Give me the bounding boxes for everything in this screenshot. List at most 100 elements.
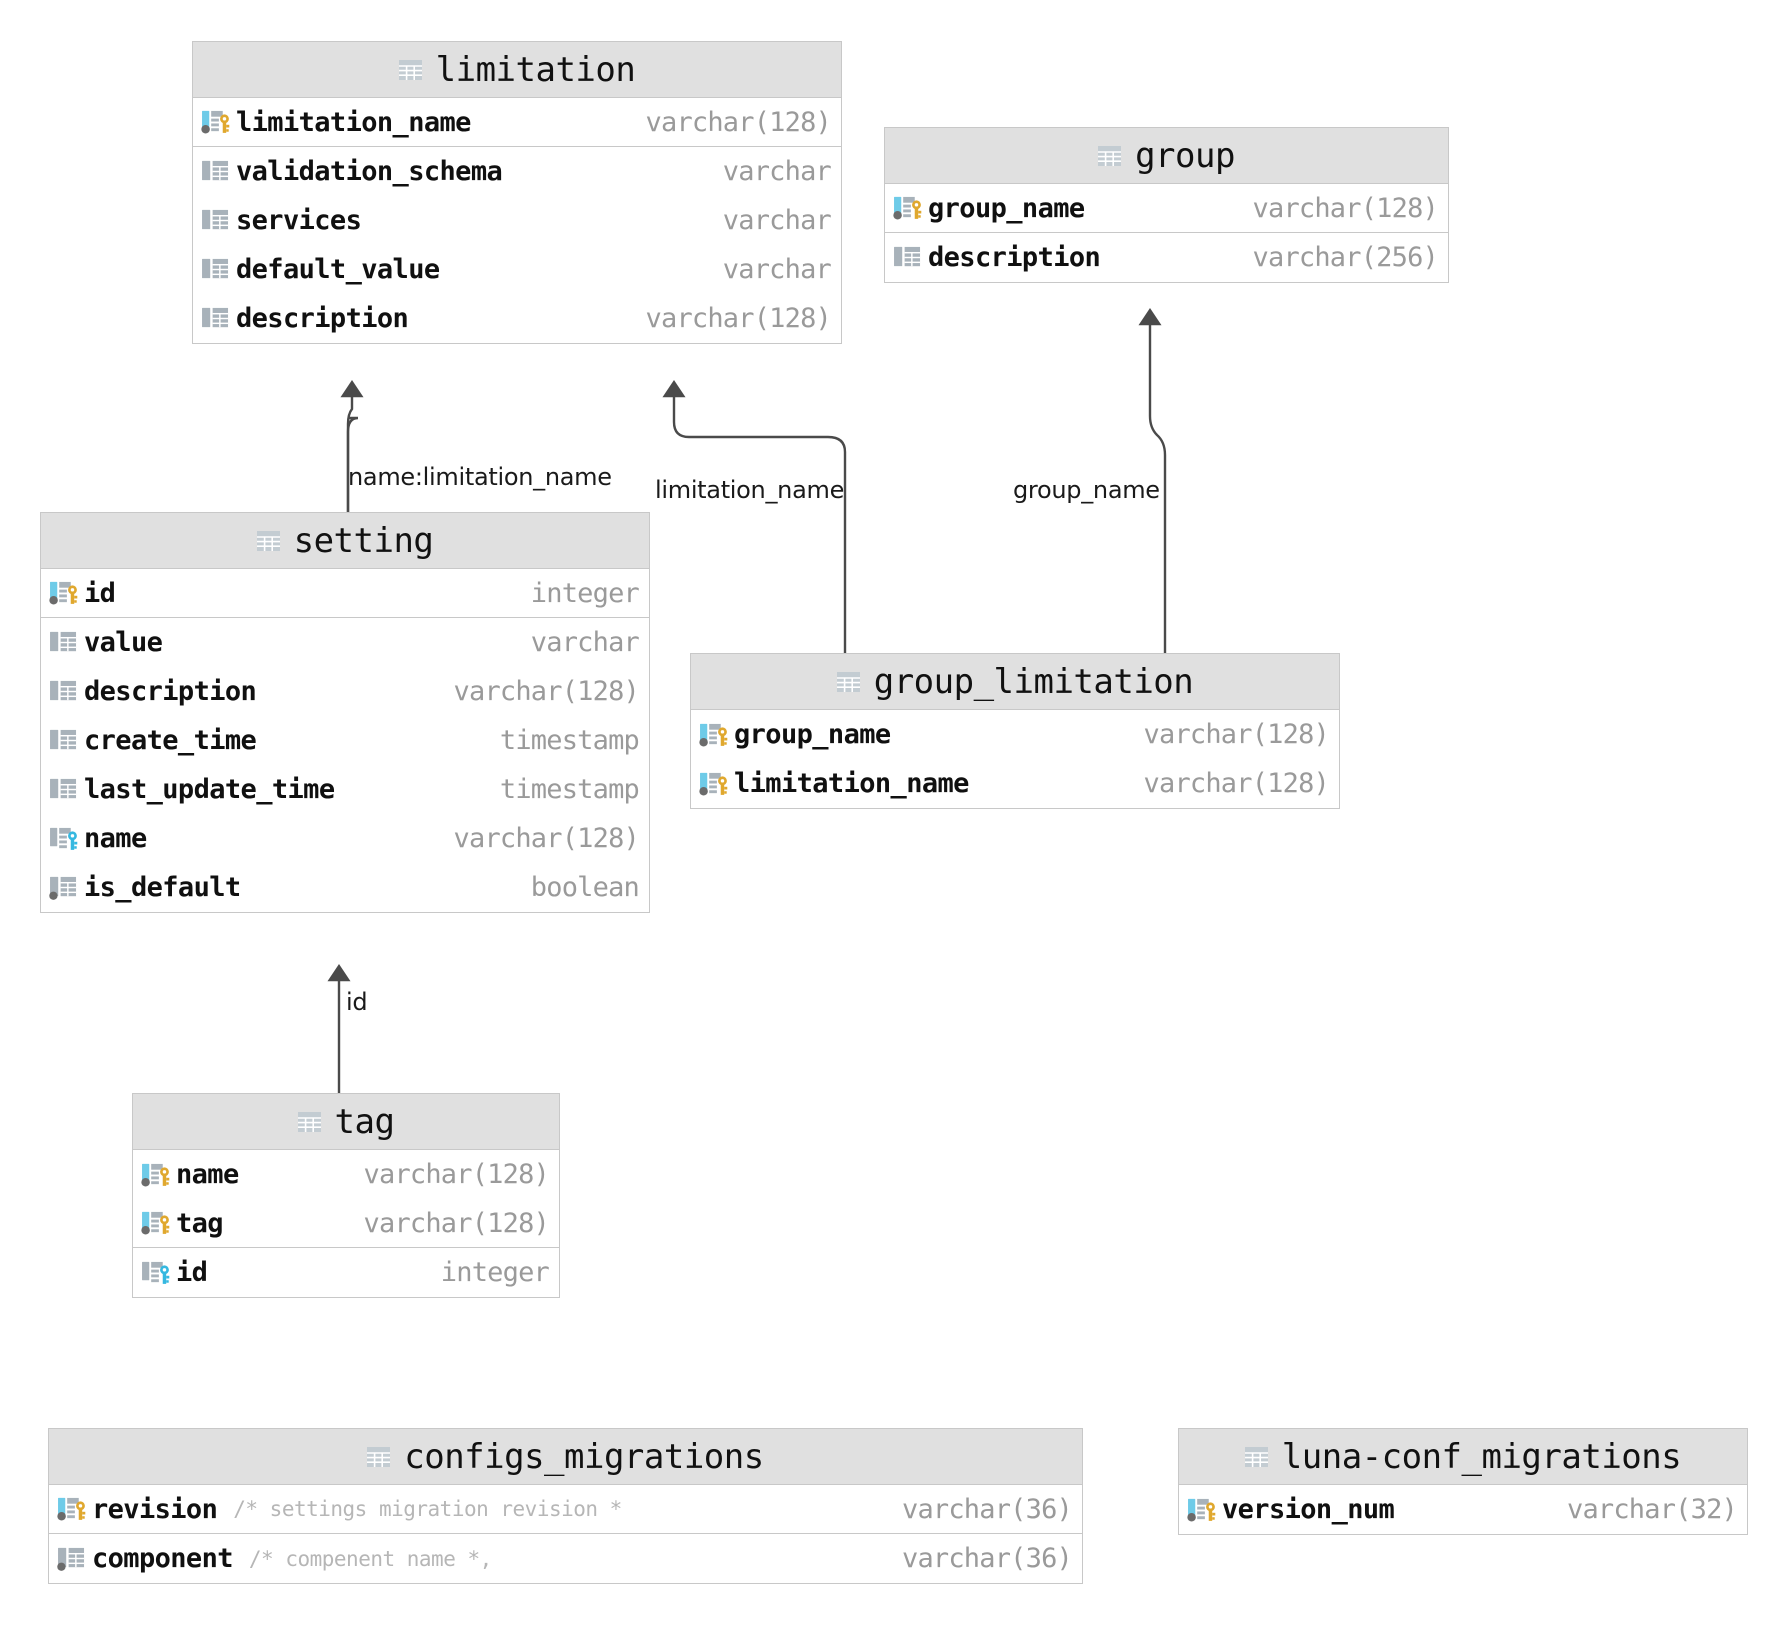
column-row[interactable]: revision /* settings migration revision *… xyxy=(49,1485,1082,1534)
column-row[interactable]: services varchar xyxy=(193,196,841,245)
column-name: validation_schema xyxy=(236,156,503,187)
column-type: varchar(128) xyxy=(645,106,832,138)
entity-table-luna-conf_migrations[interactable]: luna-conf_migrations version_num varchar(3… xyxy=(1178,1428,1748,1535)
column-name: default_value xyxy=(236,254,440,285)
column-type: integer xyxy=(440,1257,550,1288)
column-type: varchar(128) xyxy=(1252,192,1439,224)
column-row[interactable]: group_name varchar(128) xyxy=(885,184,1448,233)
entity-header-limitation: limitation xyxy=(193,42,841,98)
column-name: value xyxy=(84,627,163,658)
notnull-column-icon xyxy=(49,876,77,900)
column-type: integer xyxy=(530,577,640,609)
primary-key-icon xyxy=(893,196,922,220)
entity-title: limitation xyxy=(435,49,636,90)
column-type: varchar(128) xyxy=(363,1207,550,1239)
column-comment: /* settings migration revision * xyxy=(233,1497,622,1521)
primary-key-icon xyxy=(141,1163,170,1186)
column-type: varchar(128) xyxy=(453,823,640,854)
column-name: group_name xyxy=(928,192,1085,224)
column-type: varchar xyxy=(530,627,640,658)
column-row[interactable]: limitation_name varchar(128) xyxy=(691,759,1339,808)
column-type: varchar xyxy=(722,205,832,236)
entity-header-group_limitation: group_limitation xyxy=(691,654,1339,710)
column-type: varchar(128) xyxy=(645,303,832,334)
entity-header-setting: setting xyxy=(41,513,649,569)
column-name: description xyxy=(84,676,257,707)
column-row[interactable]: last_update_time timestamp xyxy=(41,765,649,814)
entity-title: tag xyxy=(334,1101,395,1142)
table-icon xyxy=(256,530,280,551)
column-type: varchar(128) xyxy=(1143,719,1330,750)
column-name: tag xyxy=(176,1207,224,1239)
column-icon xyxy=(202,209,229,229)
column-name: services xyxy=(236,205,362,236)
column-row[interactable]: version_num varchar(32) xyxy=(1179,1485,1747,1534)
column-row[interactable]: id integer xyxy=(133,1248,559,1297)
column-type: varchar(128) xyxy=(1143,768,1330,799)
table-icon xyxy=(297,1111,321,1132)
column-icon xyxy=(50,680,77,700)
column-name: component xyxy=(92,1543,234,1574)
column-row[interactable]: tag varchar(128) xyxy=(133,1199,559,1248)
column-type: varchar(32) xyxy=(1566,1494,1738,1525)
column-name: limitation_name xyxy=(734,768,969,799)
column-row[interactable]: limitation_name varchar(128) xyxy=(193,98,841,147)
entity-title: configs_migrations xyxy=(404,1436,764,1477)
notnull-column-icon xyxy=(57,1547,85,1571)
column-row[interactable]: component /* compenent name *, varchar(36) xyxy=(49,1534,1082,1583)
column-row[interactable]: value varchar xyxy=(41,618,649,667)
column-name: revision xyxy=(92,1493,218,1525)
edge-group-limitation-to-limitation xyxy=(662,380,847,653)
entity-header-configs_migrations: configs_migrations xyxy=(49,1429,1082,1485)
column-icon xyxy=(894,246,921,266)
entity-table-configs_migrations[interactable]: configs_migrations revision /* settings mi… xyxy=(48,1428,1083,1584)
column-type: boolean xyxy=(530,872,640,903)
primary-key-icon xyxy=(699,723,728,746)
column-type: varchar(128) xyxy=(453,676,640,707)
column-name: last_update_time xyxy=(84,774,335,805)
entity-header-luna-conf_migrations: luna-conf_migrations xyxy=(1179,1429,1747,1485)
table-icon xyxy=(836,671,860,692)
column-type: varchar xyxy=(722,156,832,187)
table-icon xyxy=(1098,145,1122,166)
column-name: version_num xyxy=(1222,1494,1395,1525)
column-row[interactable]: group_name varchar(128) xyxy=(691,710,1339,759)
primary-key-icon xyxy=(201,110,230,134)
column-row[interactable]: description varchar(128) xyxy=(41,667,649,716)
column-icon xyxy=(202,258,229,278)
column-name: name xyxy=(176,1159,239,1190)
entity-header-group: group xyxy=(885,128,1448,184)
relationship-label-tag-to-setting: id xyxy=(346,988,368,1016)
column-name: id xyxy=(176,1257,208,1288)
column-name: limitation_name xyxy=(236,106,471,138)
unique-key-icon xyxy=(142,1261,170,1284)
table-icon xyxy=(1244,1446,1268,1467)
column-type: timestamp xyxy=(499,774,640,805)
entity-title: setting xyxy=(293,520,434,561)
column-row[interactable]: validation_schema varchar xyxy=(193,147,841,196)
entity-header-tag: tag xyxy=(133,1094,559,1150)
column-comment: /* compenent name *, xyxy=(248,1546,492,1571)
column-type: varchar(36) xyxy=(901,1543,1073,1574)
entity-table-limitation[interactable]: limitation limitation_name varchar(128) val… xyxy=(192,41,842,344)
table-icon xyxy=(398,59,422,80)
primary-key-icon xyxy=(699,772,728,795)
column-icon xyxy=(50,631,77,651)
relationship-label-setting-to-limitation: name:limitation_name xyxy=(348,463,612,491)
column-type: timestamp xyxy=(499,725,640,756)
column-name: group_name xyxy=(734,719,891,750)
column-type: varchar(36) xyxy=(901,1493,1073,1525)
